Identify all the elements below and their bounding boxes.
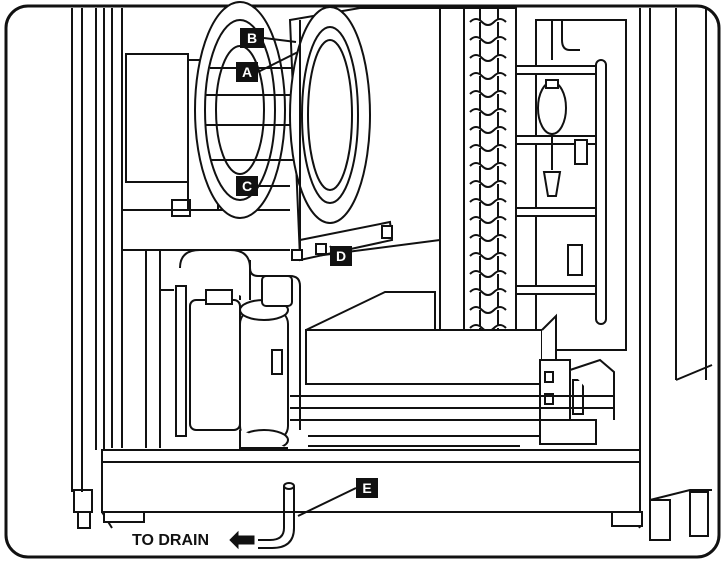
cabinet-right-frame (639, 8, 713, 541)
callout-e-label: E (362, 480, 371, 496)
evaporator-coil (433, 7, 517, 351)
callout-a-label: A (242, 64, 252, 80)
drain-arrow-icon (229, 530, 255, 550)
drain-indicator: TO DRAIN (132, 530, 255, 550)
motor-bracket (291, 220, 394, 262)
cabinet-left-frame (71, 8, 105, 529)
callout-a: A (236, 62, 258, 82)
water-reservoir (305, 291, 557, 385)
callout-d-label: D (336, 248, 346, 264)
compressor (175, 249, 293, 451)
callout-d: D (330, 246, 352, 266)
refrigeration-plumbing (515, 19, 627, 351)
compressor-lines (160, 260, 614, 447)
callout-e: E (356, 478, 378, 498)
callout-c-label: C (242, 178, 252, 194)
drain-label: TO DRAIN (132, 532, 209, 549)
callout-b: B (240, 28, 264, 48)
drain-tube (258, 482, 295, 549)
callout-c: C (236, 176, 258, 196)
fan-shroud (288, 6, 441, 260)
callout-b-label: B (247, 30, 257, 46)
